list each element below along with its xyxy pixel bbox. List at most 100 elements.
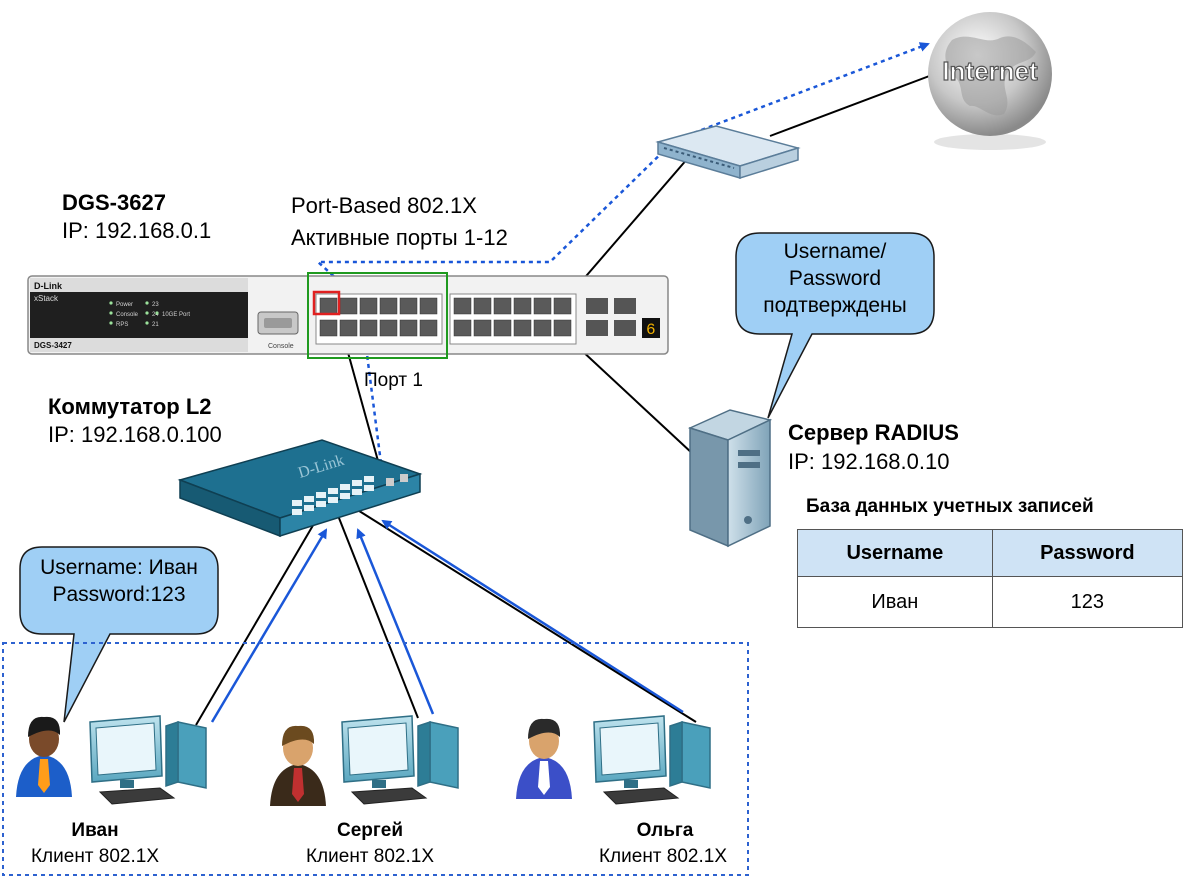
combo-port-4 — [614, 320, 636, 336]
accounts-table: Username Password Иван 123 — [797, 529, 1183, 628]
link-core-radius — [564, 334, 694, 455]
eap-arrow-sergey — [356, 528, 435, 715]
table-row: Иван 123 — [797, 576, 1183, 628]
radius-server-icon — [687, 409, 773, 548]
switch-port-24 — [553, 319, 572, 337]
cell-username: Иван — [797, 576, 993, 628]
switch-port-10 — [379, 319, 398, 337]
port-config-line2: Активные порты 1-12 — [291, 225, 508, 250]
led-indicator — [109, 301, 113, 305]
client-2-group — [270, 715, 459, 806]
client-olga-role: Клиент 802.1X — [598, 846, 728, 867]
active-ports-highlight — [307, 272, 448, 359]
switch-port-4 — [379, 297, 398, 315]
led-label: 10GE Port — [162, 312, 190, 318]
table-header-row: Username Password — [797, 529, 1183, 577]
switch-port-19 — [453, 319, 472, 337]
switch-port-5 — [399, 297, 418, 315]
led-indicator — [145, 321, 149, 325]
client-callout-line1: Username: Иван — [40, 556, 198, 579]
radius-callout-line1: Username/ — [783, 240, 887, 263]
switch-port-20 — [473, 319, 492, 337]
switch-port-15 — [493, 297, 512, 315]
seven-seg-display — [642, 318, 660, 338]
switch-port-21 — [493, 319, 512, 337]
radius-callout-line2: Password — [788, 267, 882, 290]
client-3-group — [516, 715, 711, 805]
access-switch-name: Коммутатор L2 — [48, 394, 212, 419]
switch-port-2 — [339, 297, 358, 315]
switch-port-11 — [399, 319, 418, 337]
core-switch-model: DGS-3627 — [62, 190, 166, 215]
client-olga-name: Ольга — [636, 820, 694, 841]
client-sergey-name: Сергей — [336, 820, 404, 841]
access-switch-ip: IP: 192.168.0.100 — [48, 422, 222, 447]
switch-port-18 — [553, 297, 572, 315]
cell-password: 123 — [991, 576, 1183, 628]
links — [195, 42, 941, 726]
internet-globe-icon — [928, 12, 1052, 150]
client-callout — [19, 546, 219, 723]
client-callout-line2: Password:123 — [52, 583, 186, 606]
person-icon — [516, 718, 572, 799]
switch-panel-model: DGS-3427 — [34, 341, 72, 350]
radius-name: Сервер RADIUS — [788, 420, 959, 445]
combo-port-3 — [586, 320, 608, 336]
client-sergey-role: Клиент 802.1X — [305, 846, 435, 867]
access-switch-ports — [292, 474, 408, 515]
led-label: 21 — [152, 322, 159, 328]
led-label: 24 — [152, 312, 159, 318]
computer-icon — [89, 715, 207, 805]
led-indicator — [109, 311, 113, 315]
port-1-highlight — [312, 290, 341, 316]
switch-port-12 — [419, 319, 438, 337]
person-icon — [270, 725, 326, 806]
switch-port-17 — [533, 297, 552, 315]
router-icon — [655, 125, 801, 180]
combo-port-1 — [586, 298, 608, 314]
internet-label: Internet — [942, 56, 1038, 86]
core-switch — [27, 272, 669, 359]
display-digit: 6 — [646, 321, 656, 339]
switch-port-1 — [319, 297, 338, 315]
port-1-label: Порт 1 — [364, 370, 423, 391]
radius-ip: IP: 192.168.0.10 — [788, 449, 950, 474]
database-title: База данных учетных записей — [806, 496, 1094, 517]
eap-arrow-ivan — [210, 528, 328, 723]
core-switch-ip: IP: 192.168.0.1 — [62, 218, 212, 243]
switch-port-8 — [339, 319, 358, 337]
computer-icon — [593, 715, 711, 805]
led-indicator — [155, 311, 159, 315]
led-label: Console — [116, 312, 139, 318]
switch-port-7 — [319, 319, 338, 337]
switch-port-16 — [513, 297, 532, 315]
access-switch-icon — [177, 439, 423, 538]
link-router-internet — [769, 71, 941, 137]
port-config-line1: Port-Based 802.1X — [291, 193, 477, 218]
link-sergey — [336, 512, 419, 719]
link-ivan — [195, 509, 323, 726]
client-1-group — [16, 715, 207, 805]
combo-port-2 — [614, 298, 636, 314]
switch-sub-brand: xStack — [34, 294, 59, 303]
led-indicator — [145, 311, 149, 315]
led-indicator — [109, 321, 113, 325]
client-ivan-role: Клиент 802.1X — [30, 846, 160, 867]
switch-port-13 — [453, 297, 472, 315]
column-header-password: Password — [991, 529, 1183, 577]
eap-arrow-olga — [381, 519, 684, 714]
switch-port-23 — [533, 319, 552, 337]
switch-port-14 — [473, 297, 492, 315]
client-ivan-name: Иван — [71, 820, 119, 841]
computer-icon — [341, 715, 459, 805]
link-olga — [355, 508, 697, 723]
radius-callout — [735, 232, 935, 419]
switch-brand: D-Link — [34, 281, 63, 291]
person-icon — [16, 716, 72, 797]
port-grid — [319, 297, 572, 337]
traffic-path-dotted — [314, 42, 930, 480]
led-indicator — [145, 301, 149, 305]
led-label: RPS — [116, 322, 128, 328]
